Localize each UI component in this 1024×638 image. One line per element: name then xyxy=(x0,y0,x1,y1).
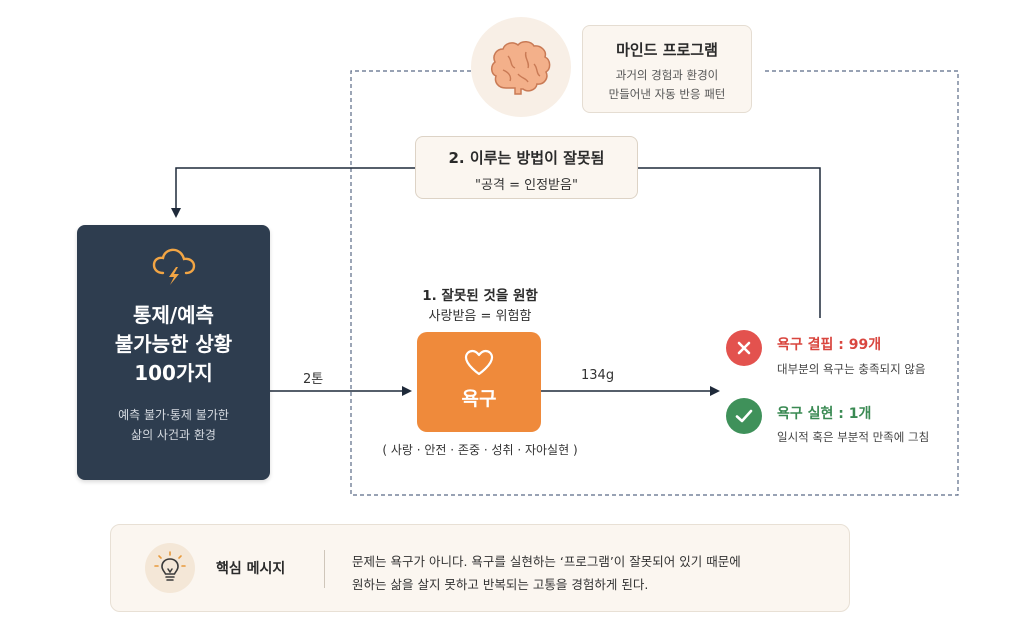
fulfill-description: 일시적 혹은 부분적 만족에 그침 xyxy=(777,430,930,444)
feedback-arrow xyxy=(171,167,415,218)
key-message-line2: 원하는 삶을 살지 못하고 반복되는 고통을 경험하게 된다. xyxy=(352,577,649,592)
key-message-box xyxy=(110,524,850,612)
deficit-description: 대부분의 욕구는 충족되지 않음 xyxy=(777,362,926,376)
needs-list: ( 사랑 · 안전 · 존중 · 성취 · 자아실현 ) xyxy=(382,443,578,457)
brain-icon-circle xyxy=(471,17,571,117)
step1-title: 1. 잘못된 것을 원함 xyxy=(422,288,538,304)
events-desc-line2: 삶의 사건과 환경 xyxy=(131,428,216,442)
program-title: 마인드 프로그램 xyxy=(616,41,718,59)
wrong-way-title: 2. 이루는 방법이 잘못됨 xyxy=(448,149,605,167)
brain-icon xyxy=(491,41,551,95)
program-dashed-frame xyxy=(350,70,959,496)
feedback-line xyxy=(638,167,821,318)
events-desc-line1: 예측 불가·통제 불가한 xyxy=(118,408,229,422)
wrong-way-subtitle: "공격 = 인정받음" xyxy=(475,178,578,193)
desire-box: 욕구 xyxy=(417,332,541,432)
storm-cloud-icon xyxy=(152,248,195,285)
events-title-line1: 통제/예측 xyxy=(133,303,214,327)
mind-program-box: 마인드 프로그램 과거의 경험과 환경이 만들어낸 자동 반응 패턴 xyxy=(582,25,752,113)
lightbulb-icon xyxy=(154,551,186,581)
program-desc-line1: 과거의 경험과 환경이 xyxy=(615,68,719,82)
deficit-status xyxy=(726,330,762,366)
key-message-line1: 문제는 욕구가 아니다. 욕구를 실현하는 ‘프로그램’이 잘못되어 있기 때문… xyxy=(352,554,741,569)
arrow-label-left: 2톤 xyxy=(303,372,324,387)
check-icon xyxy=(735,409,753,423)
events-title-line3: 100가지 xyxy=(134,361,213,385)
key-message-title: 핵심 메시지 xyxy=(216,561,286,577)
uncontrollable-events-box: 통제/예측 불가능한 상황 100가지 예측 불가·통제 불가한 삶의 사건과 … xyxy=(77,225,270,480)
events-title: 통제/예측 불가능한 상황 100가지 xyxy=(77,301,270,388)
events-title-line2: 불가능한 상황 xyxy=(114,332,233,356)
x-icon xyxy=(737,341,751,355)
key-message-divider xyxy=(324,550,325,588)
fulfill-title: 욕구 실현 : 1개 xyxy=(777,406,872,422)
wrong-way-box: 2. 이루는 방법이 잘못됨 "공격 = 인정받음" xyxy=(415,136,638,199)
lightbulb-icon-circle xyxy=(145,543,195,593)
arrow-label-right: 134g xyxy=(581,368,615,383)
desire-label: 욕구 xyxy=(461,388,497,410)
deficit-title: 욕구 결핍 : 99개 xyxy=(777,337,882,353)
step1-subtitle: 사랑받음 = 위험함 xyxy=(428,309,532,324)
heart-icon xyxy=(464,349,494,376)
fulfill-status xyxy=(726,398,762,434)
program-description: 과거의 경험과 환경이 만들어낸 자동 반응 패턴 xyxy=(583,66,751,104)
events-description: 예측 불가·통제 불가한 삶의 사건과 환경 xyxy=(77,405,270,445)
program-desc-line2: 만들어낸 자동 반응 패턴 xyxy=(608,87,726,101)
